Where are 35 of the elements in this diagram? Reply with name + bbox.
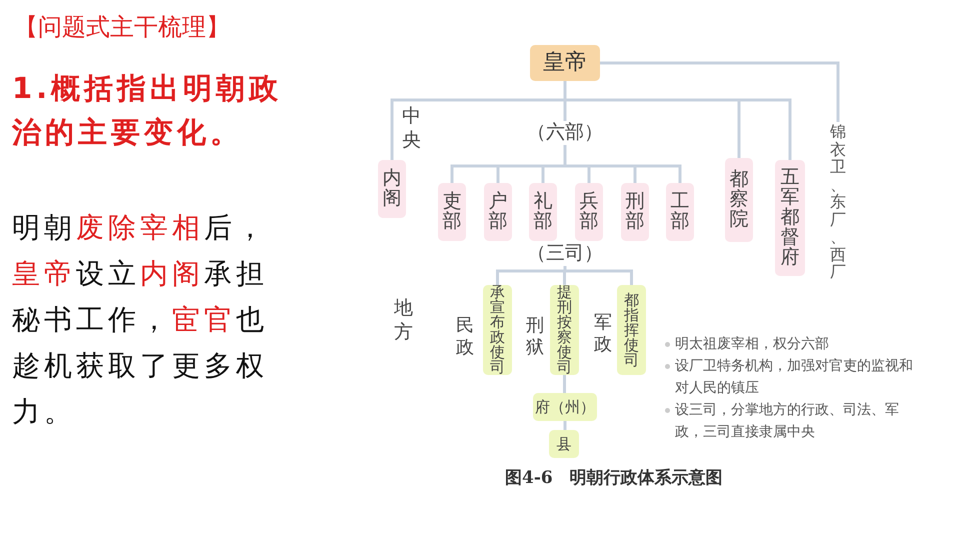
function-label: 刑狱 [526, 315, 545, 359]
paragraph-text: 明朝废除宰相后，皇帝设立内阁承担秘书工作，宦官也趁机获取了更多权力。 [12, 210, 269, 430]
office-box: 都指挥使司 [617, 285, 646, 375]
office-box: 内阁 [378, 160, 406, 218]
connector-line [564, 81, 792, 160]
emperor-box: 皇帝 [530, 45, 600, 81]
connector-line [563, 375, 566, 393]
office-box: 礼部 [529, 183, 557, 241]
bullet-text: 明太祖废宰相，权分六部 [675, 335, 830, 354]
connector-line [564, 266, 633, 285]
office-label: 锦衣卫、东厂、西厂 [824, 122, 852, 282]
region-label: 中央 [402, 104, 422, 152]
function-label: 民政 [456, 315, 475, 359]
office-box: 都察院 [725, 158, 753, 242]
office-label: （六部） [522, 121, 608, 145]
office-box: 吏部 [438, 183, 466, 241]
connector-line [600, 62, 840, 122]
office-box: 工部 [666, 183, 694, 241]
office-box: 承宣布政使司 [483, 285, 512, 375]
office-box: 五军都督府 [775, 160, 805, 276]
figure-caption: 图4-6 明朝行政体系示意图 [505, 467, 724, 489]
bullet-text: 设三司，分掌地方的行政、司法、军政，三司直接隶属中央 [675, 401, 900, 442]
office-box: 提刑按察使司 [550, 285, 579, 375]
connector-line [564, 421, 566, 430]
heading-text: 【问题式主干梳理】 [14, 12, 231, 42]
question-text: 1.概括指出明朝政治的主要变化。 [12, 70, 284, 151]
function-label: 军政 [594, 312, 613, 356]
office-box: 刑部 [621, 183, 649, 241]
office-box: 兵部 [575, 183, 603, 241]
office-box: 府（州） [533, 393, 597, 421]
office-box: 县 [549, 430, 579, 458]
region-label: 地方 [394, 296, 414, 344]
office-box: 户部 [484, 183, 512, 241]
bullet-text: 设厂卫特务机构，加强对官吏的监视和对人民的镇压 [675, 357, 914, 398]
office-label: （三司） [522, 242, 608, 266]
